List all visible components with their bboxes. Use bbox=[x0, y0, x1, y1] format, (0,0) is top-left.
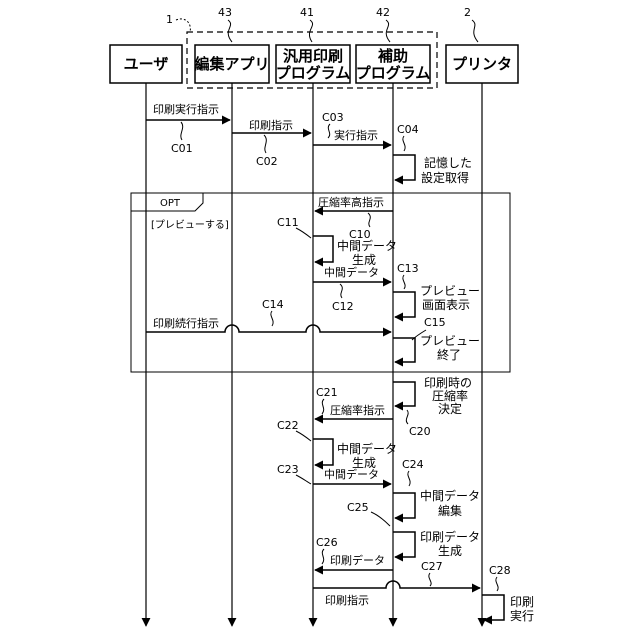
message-id-c03: C03 bbox=[322, 111, 344, 124]
self-text-c15-1: プレビュー bbox=[420, 334, 480, 348]
participant-general-label-1: 汎用印刷 bbox=[283, 47, 343, 65]
leader-c11 bbox=[296, 228, 311, 238]
leader-c13 bbox=[403, 275, 405, 289]
message-label-c12: 中間データ bbox=[324, 265, 379, 279]
self-id-c28: C28 bbox=[489, 564, 511, 577]
participant-aux: 補助 プログラム bbox=[356, 45, 431, 83]
participant-editor-label: 編集アプリ bbox=[194, 55, 269, 73]
message-id-c23: C23 bbox=[277, 463, 299, 476]
leader-c12 bbox=[340, 284, 342, 298]
message-label-c10: 圧縮率高指示 bbox=[318, 195, 384, 209]
message-id-c01: C01 bbox=[171, 142, 193, 155]
self-text-c11-2: 生成 bbox=[352, 253, 376, 267]
participant-editor: 編集アプリ bbox=[194, 45, 269, 83]
leader-c02 bbox=[264, 135, 266, 153]
self-text-c28-1: 印刷 bbox=[510, 595, 534, 609]
message-label-c14: 印刷続行指示 bbox=[153, 316, 219, 330]
message-id-c02: C02 bbox=[256, 155, 278, 168]
self-text-c15-2: 終了 bbox=[437, 347, 461, 362]
group-ref: 1 bbox=[166, 13, 173, 26]
self-id-c13: C13 bbox=[397, 262, 419, 275]
self-text-c13-2: 画面表示 bbox=[422, 298, 470, 312]
leader-c25 bbox=[371, 512, 390, 526]
opt-label: OPT bbox=[160, 198, 181, 209]
self-call-c20 bbox=[393, 382, 415, 406]
self-call-c22 bbox=[313, 439, 333, 465]
aux-ref: 42 bbox=[376, 6, 390, 19]
message-label-c27: 印刷指示 bbox=[325, 593, 369, 607]
leader-c26 bbox=[322, 549, 324, 564]
message-label-c21: 圧縮率指示 bbox=[330, 403, 385, 417]
message-label-c02: 印刷指示 bbox=[249, 118, 293, 132]
leader-c04 bbox=[403, 136, 405, 151]
general-ref-leader bbox=[309, 20, 312, 42]
opt-condition: [プレビューする] bbox=[151, 219, 229, 231]
self-call-c24 bbox=[393, 493, 415, 518]
participant-printer-label: プリンタ bbox=[452, 55, 512, 73]
message-id-c12: C12 bbox=[332, 300, 354, 313]
leader-c27 bbox=[429, 573, 431, 586]
participant-user: ユーザ bbox=[110, 45, 182, 83]
leader-c22 bbox=[296, 431, 311, 441]
self-id-c25: C25 bbox=[347, 501, 369, 514]
self-id-c04: C04 bbox=[397, 123, 419, 136]
self-call-c28 bbox=[482, 595, 504, 620]
self-id-c24: C24 bbox=[402, 458, 424, 471]
participant-user-label: ユーザ bbox=[124, 55, 169, 73]
participant-printer: プリンタ bbox=[446, 45, 518, 83]
self-text-c25-2: 生成 bbox=[438, 544, 462, 558]
leader-c21 bbox=[322, 399, 324, 414]
message-label-c03: 実行指示 bbox=[334, 128, 378, 142]
message-id-c21: C21 bbox=[316, 386, 338, 399]
self-text-c11-1: 中間データ bbox=[337, 238, 397, 253]
message-label-c26: 印刷データ bbox=[330, 553, 385, 567]
leader-c20 bbox=[406, 410, 408, 424]
participant-aux-label-1: 補助 bbox=[377, 47, 408, 65]
self-text-c20-2: 圧縮率 bbox=[432, 388, 468, 403]
leader-c24 bbox=[408, 471, 410, 486]
self-call-c11 bbox=[313, 236, 333, 262]
leader-c23 bbox=[296, 475, 311, 484]
leader-c01 bbox=[181, 122, 183, 140]
message-arrow-c27 bbox=[313, 581, 480, 588]
participant-general-label-2: プログラム bbox=[276, 64, 351, 82]
self-text-c28-2: 実行 bbox=[510, 608, 534, 623]
self-text-c04-1: 記憶した bbox=[424, 155, 472, 170]
editor-ref-leader bbox=[228, 20, 232, 42]
message-label-c23: 中間データ bbox=[324, 467, 379, 481]
message-id-c14: C14 bbox=[262, 298, 284, 311]
self-id-c20: C20 bbox=[409, 425, 431, 438]
message-id-c27: C27 bbox=[421, 560, 443, 573]
self-call-c15 bbox=[393, 338, 415, 362]
self-call-c13 bbox=[393, 292, 415, 317]
self-text-c04-2: 設定取得 bbox=[421, 170, 469, 185]
general-ref: 41 bbox=[300, 6, 314, 19]
leader-c03 bbox=[328, 124, 330, 138]
self-text-c13-1: プレビュー bbox=[420, 284, 480, 298]
leader-c10 bbox=[368, 213, 370, 227]
self-id-c15: C15 bbox=[424, 316, 446, 329]
self-text-c22-1: 中間データ bbox=[337, 441, 397, 456]
participant-aux-label-2: プログラム bbox=[356, 64, 431, 82]
message-id-c26: C26 bbox=[316, 536, 338, 549]
leader-c14 bbox=[271, 311, 273, 326]
editor-ref: 43 bbox=[218, 6, 232, 19]
self-call-c04 bbox=[393, 155, 415, 180]
aux-ref-leader bbox=[386, 20, 390, 42]
participant-general: 汎用印刷 プログラム bbox=[276, 45, 351, 83]
self-text-c20-1: 印刷時の bbox=[424, 376, 472, 390]
group-ref-leader bbox=[176, 19, 190, 32]
printer-ref-leader bbox=[472, 20, 478, 42]
self-text-c20-3: 決定 bbox=[438, 401, 462, 416]
self-call-c25 bbox=[393, 532, 415, 557]
self-id-c11: C11 bbox=[277, 216, 299, 229]
printer-ref: 2 bbox=[464, 6, 471, 19]
message-label-c01: 印刷実行指示 bbox=[153, 102, 219, 116]
self-text-c24-1: 中間データ bbox=[420, 488, 480, 503]
self-id-c22: C22 bbox=[277, 419, 299, 432]
self-text-c25-1: 印刷データ bbox=[420, 529, 480, 544]
leader-c28 bbox=[496, 577, 498, 591]
self-text-c24-2: 編集 bbox=[438, 503, 462, 518]
